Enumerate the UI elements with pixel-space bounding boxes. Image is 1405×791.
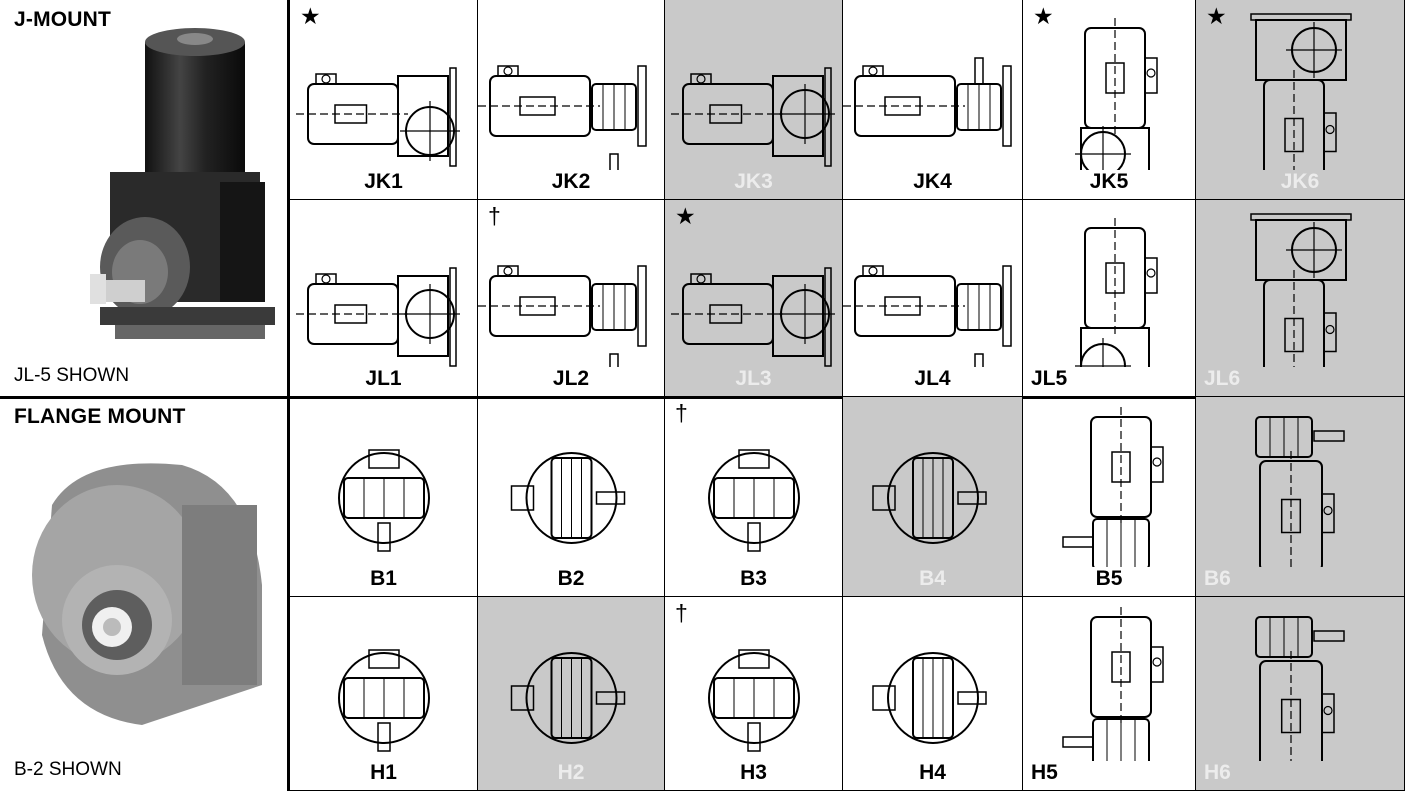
- position-diagram-jk6: [1250, 13, 1352, 170]
- position-diagram-h4: [872, 652, 987, 744]
- star-mark: ★: [1033, 3, 1054, 29]
- position-label: B2: [557, 567, 585, 590]
- position-cell-b3: † B3: [665, 397, 843, 597]
- position-cell-jk3: JK3: [665, 0, 843, 200]
- dagger-mark: †: [675, 400, 688, 426]
- position-label: JK1: [364, 170, 403, 193]
- position-diagram-jl3: [671, 267, 835, 367]
- flange-mount-caption: B-2 SHOWN: [14, 759, 122, 780]
- j-mount-photo: [90, 28, 275, 339]
- position-label: JL6: [1204, 367, 1241, 390]
- dagger-mark: †: [488, 203, 501, 229]
- position-label: H3: [740, 761, 767, 784]
- position-diagram-jl5: [1075, 218, 1158, 367]
- position-cell-b2: B2: [478, 397, 665, 597]
- position-diagram-b4: [872, 452, 987, 544]
- position-cell-jk2: JK2: [478, 0, 665, 200]
- position-label: H5: [1031, 761, 1058, 784]
- position-cell-b6: B6: [1196, 397, 1405, 597]
- position-diagram-jk4: [843, 57, 1012, 147]
- position-diagram-h6: [1255, 616, 1345, 761]
- position-label: JL4: [914, 367, 951, 390]
- position-diagram-jl4: [843, 265, 1012, 367]
- flange-mount-heading: FLANGE MOUNT: [14, 405, 186, 428]
- position-cell-h2: H2: [478, 597, 665, 791]
- position-diagram-h5: [1062, 607, 1164, 761]
- position-label: B6: [1204, 567, 1231, 590]
- j-mount-caption: JL-5 SHOWN: [14, 365, 130, 386]
- position-label: JK4: [913, 170, 952, 193]
- position-label: JL2: [552, 367, 590, 390]
- j-mount-heading: J-MOUNT: [14, 8, 112, 31]
- position-diagram-h2: [510, 652, 626, 744]
- star-mark: ★: [300, 3, 321, 29]
- position-diagram-jl2: [478, 265, 647, 367]
- position-label: B3: [740, 567, 767, 590]
- position-diagram-b2: [510, 452, 626, 544]
- position-cell-jk5: ★ JK5: [1023, 0, 1196, 200]
- position-label: JL5: [1031, 367, 1068, 390]
- position-cell-h3: † H3: [665, 597, 843, 791]
- position-label: B4: [919, 567, 946, 590]
- star-mark: ★: [1206, 3, 1227, 29]
- position-diagram-jl6: [1250, 213, 1352, 367]
- position-cell-b4: B4: [843, 397, 1023, 597]
- position-cell-b5: B5: [1023, 397, 1196, 597]
- position-diagram-b1: [338, 449, 430, 552]
- position-cell-jl1: JL1: [290, 200, 478, 397]
- position-cell-jl3: ★ JL3: [665, 200, 843, 397]
- position-label: JK6: [1280, 170, 1320, 193]
- position-diagram-jl1: [296, 267, 460, 367]
- position-diagram-b3: [708, 449, 800, 552]
- position-cell-jl6: JL6: [1196, 200, 1405, 397]
- position-cell-jl5: JL5: [1023, 200, 1196, 397]
- position-label: JL3: [735, 367, 772, 390]
- position-cell-h1: H1: [290, 597, 478, 791]
- flange-mount-panel: FLANGE MOUNT B-2 SHOWN: [0, 397, 290, 791]
- position-cell-b1: B1: [290, 397, 478, 597]
- position-cell-jl4: JL4: [843, 200, 1023, 397]
- position-label: H4: [919, 761, 946, 784]
- flange-mount-photo: [32, 463, 262, 725]
- position-diagram-jk2: [478, 65, 647, 170]
- position-diagram-h3: [708, 649, 800, 752]
- section-divider: [0, 396, 1405, 399]
- position-label: JK3: [734, 170, 773, 193]
- position-cell-h5: H5: [1023, 597, 1196, 791]
- position-cell-jk1: ★ JK1: [290, 0, 478, 200]
- position-label: B5: [1095, 567, 1123, 590]
- j-mount-panel: J-MOUNT JL-5 SHOWN: [0, 0, 290, 397]
- position-diagram-jk3: [671, 67, 835, 167]
- position-diagram-jk5: [1075, 18, 1158, 170]
- position-label: H2: [557, 761, 585, 784]
- position-label: JL1: [365, 367, 402, 390]
- position-cell-jl2: † JL2: [478, 200, 665, 397]
- position-label: B1: [370, 567, 397, 590]
- position-cell-jk4: JK4: [843, 0, 1023, 200]
- position-diagram-b6: [1255, 416, 1345, 567]
- position-diagram-b5: [1062, 407, 1164, 567]
- position-label: JK5: [1089, 170, 1129, 193]
- dagger-mark: †: [675, 600, 688, 626]
- position-diagram-h1: [338, 649, 430, 752]
- position-cell-h4: H4: [843, 597, 1023, 791]
- position-diagram-jk1: [296, 67, 460, 167]
- position-cell-h6: H6: [1196, 597, 1405, 791]
- position-label: JK2: [551, 170, 591, 193]
- star-mark: ★: [675, 203, 696, 229]
- position-cell-jk6: ★ JK6: [1196, 0, 1405, 200]
- position-label: H1: [370, 761, 397, 784]
- position-label: H6: [1204, 761, 1231, 784]
